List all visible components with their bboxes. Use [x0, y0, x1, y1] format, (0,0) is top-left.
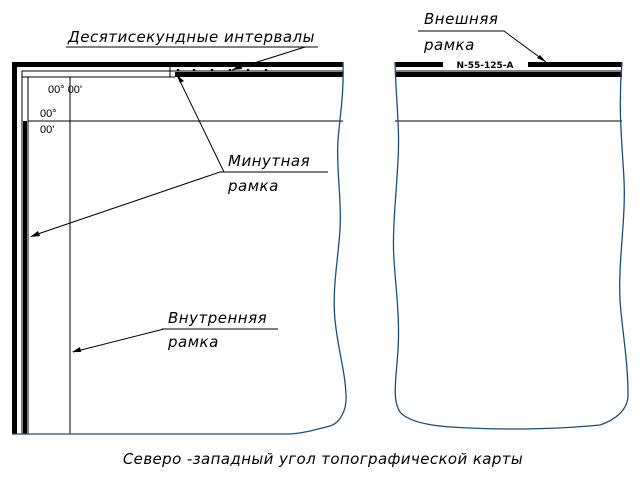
- label-inner-frame-2: рамка: [167, 333, 219, 351]
- outer-frame-left: [12, 62, 17, 434]
- arrowhead: [177, 75, 184, 83]
- left-map-fragment: [12, 61, 347, 435]
- leader-minute-arrow-top: [176, 74, 225, 173]
- minute-frame-top-band: [395, 72, 622, 77]
- label-minute-frame-2: рамка: [227, 177, 279, 195]
- sheet-number: N-55-125-A: [456, 61, 513, 71]
- minute-frame-top-band: [175, 72, 343, 77]
- label-external-frame-1: Внешняя: [424, 10, 498, 28]
- right-map-fragment: [392, 61, 629, 430]
- latitude-minute-label: 00': [40, 124, 54, 136]
- arrowhead: [537, 55, 546, 62]
- label-ten-second-intervals: Десятисекундные интервалы: [67, 28, 315, 46]
- right-fragment-cut-edge: [392, 61, 629, 430]
- outer-frame-top: [12, 62, 343, 67]
- minute-frame-left-band: [23, 121, 27, 434]
- label-external-frame-2: рамка: [423, 36, 475, 54]
- diagram-caption: Северо -западный угол топографической ка…: [123, 450, 523, 468]
- arrowhead: [72, 347, 81, 352]
- arrowhead: [30, 231, 40, 237]
- longitude-label: 00° 00': [48, 84, 82, 96]
- outer-frame-top-left-part: [395, 62, 443, 67]
- label-inner-frame-1: Внутренняя: [168, 309, 267, 327]
- leader-minute-arrow-left: [31, 171, 221, 237]
- ten-second-interval-marks: [169, 62, 268, 77]
- latitude-degree-label: 00°: [40, 108, 57, 120]
- arrowhead: [232, 64, 242, 70]
- outer-frame-top-right-part: [528, 62, 622, 67]
- label-minute-frame-1: Минутная: [228, 152, 310, 170]
- left-fragment-cut-edge: [12, 61, 347, 435]
- leader-ten-second-arrow: [231, 46, 306, 71]
- leader-inner-arrow: [72, 328, 165, 353]
